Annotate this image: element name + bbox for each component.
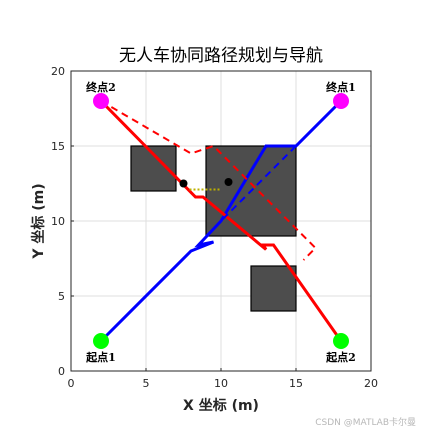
y-tick-label: 15	[51, 140, 65, 153]
vehicle-marker	[224, 178, 233, 186]
obstacle-rect	[250, 265, 297, 312]
y-axis-label: Y 坐标 (m)	[30, 183, 47, 259]
planned-path-line	[100, 100, 317, 261]
start-point-label: 起点2	[325, 350, 356, 364]
axis-ticks: 0 5 10 15 20 0 5 10 15 20	[51, 65, 378, 390]
vehicle-marker	[179, 179, 188, 188]
x-tick-label: 20	[364, 377, 378, 390]
path-series	[99, 99, 343, 343]
y-tick-label: 10	[51, 215, 65, 228]
start-point-marker	[333, 333, 349, 349]
chart-title: 无人车协同路径规划与导航	[119, 46, 323, 66]
x-tick-label: 5	[143, 377, 150, 390]
y-tick-label: 0	[58, 365, 65, 378]
point-markers: 起点1 起点2 终点1 终点2	[85, 80, 356, 364]
x-tick-label: 15	[289, 377, 303, 390]
y-tick-label: 20	[51, 65, 65, 78]
y-tick-label: 5	[58, 290, 65, 303]
goal-point-marker	[333, 93, 349, 109]
goal-point-label: 终点1	[326, 80, 356, 94]
x-axis-label: X 坐标 (m)	[183, 397, 259, 414]
x-tick-label: 0	[68, 377, 75, 390]
start-point-label: 起点1	[85, 350, 116, 364]
goal-point-marker	[93, 93, 109, 109]
start-point-marker	[93, 333, 109, 349]
watermark-text: CSDN @MATLAB卡尔曼	[315, 416, 416, 428]
goal-point-label: 终点2	[86, 80, 116, 94]
actual-path-line	[99, 99, 343, 342]
x-tick-label: 10	[214, 377, 228, 390]
planned-path-line	[205, 100, 342, 237]
